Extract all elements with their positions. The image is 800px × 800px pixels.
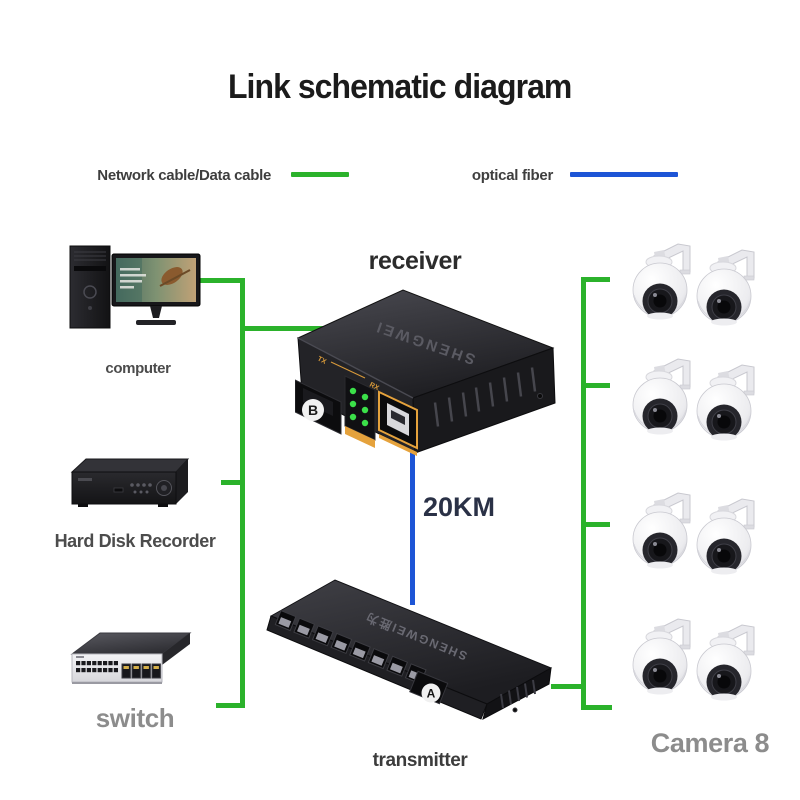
computer-icon <box>64 242 204 334</box>
fiber-port-badge-circle <box>421 683 441 703</box>
camera-stub-3 <box>586 522 610 527</box>
legend-fiber-swatch <box>570 172 678 177</box>
camera-row <box>628 238 778 338</box>
camera-row <box>628 487 778 587</box>
ptz-camera-icon <box>628 353 694 445</box>
camera-row <box>628 613 778 713</box>
fiber-port-badge: A <box>427 687 436 701</box>
receiver-label: receiver <box>368 247 462 275</box>
switch-icon <box>64 628 196 690</box>
ptz-camera-icon <box>628 487 694 579</box>
legend-network-swatch <box>291 172 349 177</box>
hdd-recorder-label: Hard Disk Recorder <box>54 531 216 551</box>
camera-row <box>628 353 778 453</box>
distance-label: 20KM <box>423 492 496 522</box>
ptz-camera-icon <box>692 359 758 451</box>
ptz-camera-icon <box>628 613 694 705</box>
network-line-receiver <box>240 326 333 331</box>
vent-slats <box>433 367 537 427</box>
camera-lens <box>717 549 731 563</box>
port-holes <box>76 661 118 673</box>
camera-lens <box>653 669 667 683</box>
computer-label: computer <box>105 360 171 377</box>
camera-lens <box>717 675 731 689</box>
network-stub-hdd <box>221 480 245 485</box>
switch-label: switch <box>95 703 175 733</box>
rx-label: RX <box>368 382 380 393</box>
network-line-transmitter <box>551 684 581 689</box>
transmitter-label: transmitter <box>372 750 468 771</box>
hdd-recorder-icon <box>70 454 190 516</box>
legend-network-label: Network cable/Data cable <box>97 167 271 184</box>
camera-lens <box>717 415 731 429</box>
network-line-computer <box>196 278 245 283</box>
page-title: Link schematic diagram <box>228 68 572 106</box>
camera-lens <box>653 294 667 308</box>
ptz-camera-icon <box>692 493 758 585</box>
camera-count-label: Camera 8 <box>650 728 770 758</box>
camera-lens <box>653 543 667 557</box>
receiver-icon: SHENGWEI TX RX B <box>295 288 565 456</box>
status-leds <box>349 387 369 427</box>
fiber-port-badge-circle <box>302 399 324 421</box>
ptz-camera-icon <box>628 238 694 330</box>
camera-lens <box>717 300 731 314</box>
camera-stub-1 <box>586 277 610 282</box>
fiber-port-badge: B <box>308 402 318 418</box>
fiber-link-line <box>410 443 415 605</box>
vent-slats <box>500 679 536 709</box>
rj45-ports <box>121 663 161 679</box>
transmitter-icon: SHENGWEI胜为 A <box>265 572 555 722</box>
camera-stub-2 <box>586 383 610 388</box>
legend-fiber-label: optical fiber <box>471 167 553 184</box>
camera-stub-4 <box>586 705 612 710</box>
tower-icon <box>69 245 111 329</box>
rj45-ports <box>274 610 427 685</box>
network-bus-left <box>240 278 245 708</box>
network-bus-right <box>581 277 586 710</box>
ptz-camera-icon <box>692 619 758 711</box>
ptz-camera-icon <box>692 244 758 336</box>
network-stub-switch <box>216 703 245 708</box>
tx-label: TX <box>316 356 327 366</box>
camera-lens <box>653 409 667 423</box>
